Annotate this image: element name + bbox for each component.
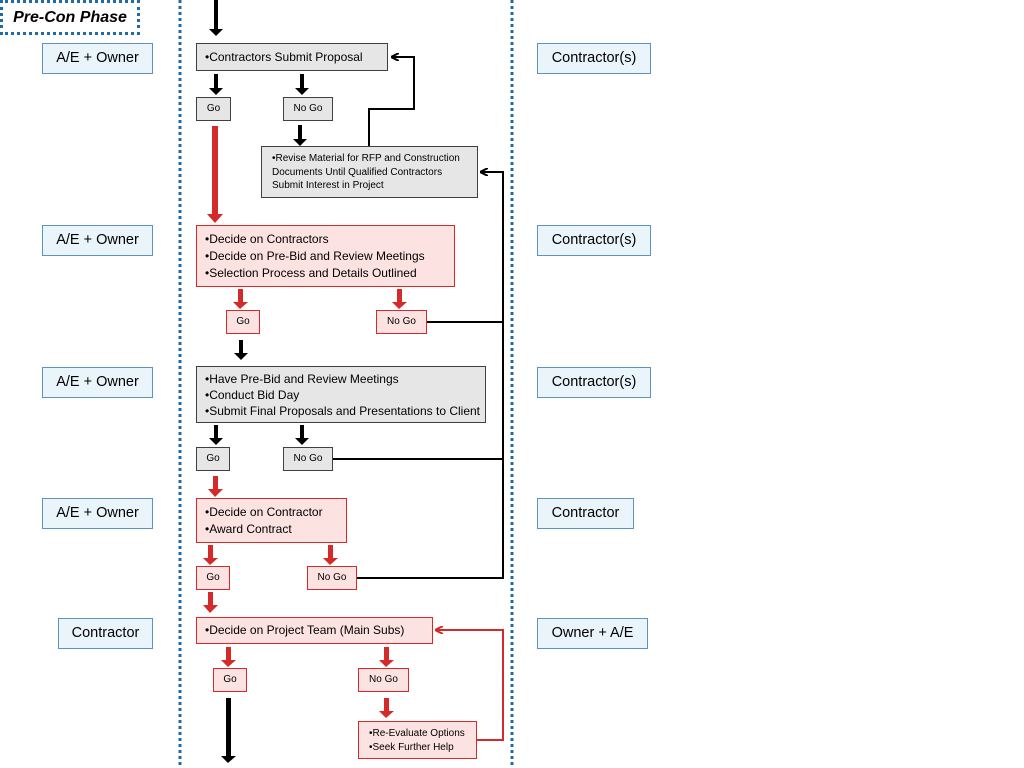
down-arrow: [208, 476, 223, 497]
no-go-box: No Go: [283, 97, 333, 121]
phase-label: Pre-Con Phase: [0, 0, 140, 35]
right-role-3: Contractor(s): [537, 367, 651, 398]
task-line: •Decide on Contractors: [205, 232, 329, 246]
down-arrow: [209, 425, 223, 445]
revise-line: Submit Interest in Project: [272, 180, 384, 191]
task-line: •Submit Final Proposals and Presentation…: [205, 404, 481, 418]
down-arrow: [323, 545, 338, 565]
task-line: •Decide on Contractor: [205, 505, 323, 519]
down-arrow: [203, 545, 218, 565]
no-go-box: No Go: [307, 566, 357, 590]
task-box-submit-proposal: •Contractors Submit Proposal: [196, 43, 388, 71]
down-arrow: [295, 74, 309, 95]
revise-line: Documents Until Qualified Contractors: [272, 166, 443, 178]
go-box: Go: [196, 97, 231, 121]
entry-arrow: [209, 0, 223, 36]
no-go-box: No Go: [358, 668, 409, 692]
task-box-project-team: •Decide on Project Team (Main Subs): [196, 617, 433, 644]
revise-material-box: •Revise Material for RFP and Constructio…: [261, 146, 478, 198]
down-arrow: [379, 698, 394, 718]
down-arrow: [234, 340, 248, 360]
loop-back-connector: [368, 57, 415, 146]
task-line: •Decide on Pre-Bid and Review Meetings: [205, 249, 425, 263]
no-go-box: No Go: [376, 310, 427, 334]
left-role-4: A/E + Owner: [42, 498, 153, 529]
right-role-2: Contractor(s): [537, 225, 651, 256]
down-arrow: [293, 125, 307, 146]
left-role-2: A/E + Owner: [42, 225, 153, 256]
go-box: Go: [226, 310, 260, 334]
task-box-decide-contractors: •Decide on Contractors •Decide on Pre-Bi…: [196, 225, 455, 287]
left-role-1: A/E + Owner: [42, 43, 153, 74]
down-arrow: [379, 647, 394, 667]
re-evaluate-options-box: •Re-Evaluate Options •Seek Further Help: [358, 721, 477, 759]
go-box: Go: [213, 668, 247, 692]
go-box: Go: [196, 447, 230, 471]
task-line: •Contractors Submit Proposal: [205, 50, 363, 64]
exit-arrow: [221, 698, 236, 763]
down-arrow: [203, 592, 218, 613]
left-role-5: Contractor: [58, 618, 153, 649]
task-line: •Decide on Project Team (Main Subs): [205, 623, 405, 637]
down-arrow: [295, 425, 309, 445]
task-box-pre-bid-meetings: •Have Pre-Bid and Review Meetings •Condu…: [196, 366, 486, 423]
right-role-4: Contractor: [537, 498, 634, 529]
revise-line: •Revise Material for RFP and Constructio…: [272, 153, 460, 164]
no-go-return-connector: [357, 172, 504, 579]
down-arrow: [233, 289, 248, 309]
down-arrow: [392, 289, 407, 309]
left-role-3: A/E + Owner: [42, 367, 153, 398]
go-box: Go: [196, 566, 230, 590]
task-line: •Have Pre-Bid and Review Meetings: [205, 372, 399, 386]
re-evaluate-loop-connector: [436, 630, 504, 741]
task-box-award-contract: •Decide on Contractor •Award Contract: [196, 498, 347, 543]
task-line: •Conduct Bid Day: [205, 388, 300, 402]
down-arrow: [209, 74, 223, 95]
down-arrow: [221, 647, 236, 667]
right-role-5: Owner + A/E: [537, 618, 648, 649]
task-line: •Selection Process and Details Outlined: [205, 266, 417, 280]
no-go-box: No Go: [283, 447, 333, 471]
right-role-1: Contractor(s): [537, 43, 651, 74]
revise-line: •Re-Evaluate Options: [369, 728, 465, 739]
task-line: •Award Contract: [205, 522, 292, 536]
go-path-arrow: [207, 126, 223, 223]
revise-line: •Seek Further Help: [369, 741, 454, 753]
